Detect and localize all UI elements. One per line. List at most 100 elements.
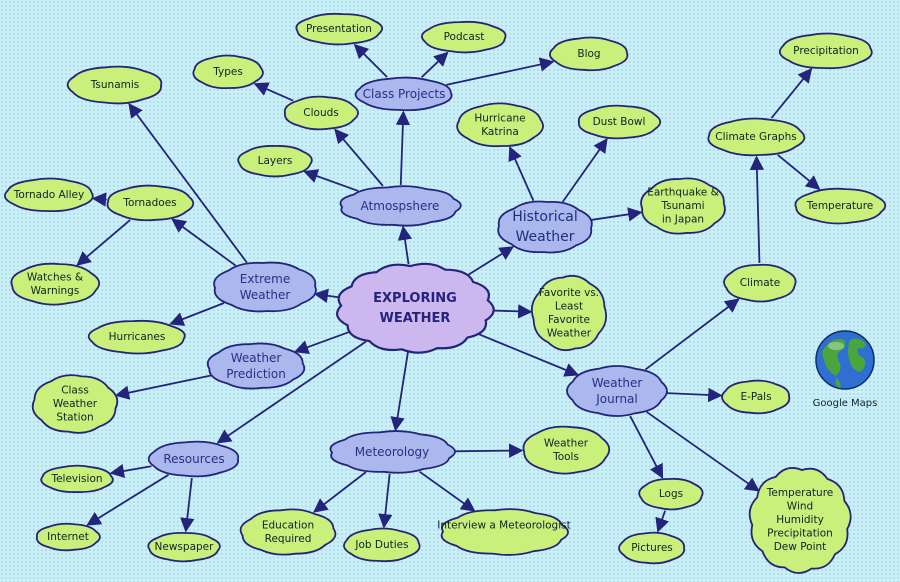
cloud-shape [420, 20, 507, 54]
node-interview-meteorologist[interactable]: Interview a Meteorologist [437, 508, 571, 556]
node-hurricanes[interactable]: Hurricanes [87, 319, 186, 355]
node-label: Television [50, 473, 102, 485]
node-resources[interactable]: Resources [147, 440, 240, 478]
node-label: Tsunamis [90, 79, 140, 91]
node-climate-graphs[interactable]: Climate Graphs [707, 117, 806, 157]
node-label: Meteorology [355, 445, 430, 459]
node-climate[interactable]: Climate [723, 263, 797, 303]
edge-class-projects-to-blog [446, 57, 555, 86]
node-layers[interactable]: Layers [237, 145, 313, 178]
edge-center-to-meteorology [390, 351, 409, 432]
edge-center-to-resources [216, 340, 367, 444]
cloud-shape [748, 467, 852, 574]
node-e-pals[interactable]: E-Pals [721, 379, 791, 415]
node-label: Blog [577, 48, 600, 60]
edge-historical-weather-to-earthquake-tsunami [591, 207, 643, 222]
cloud-shape [778, 32, 873, 70]
node-label: Temperature [806, 200, 874, 212]
cloud-shape [336, 262, 495, 354]
google-maps-label[interactable]: Google Maps [813, 398, 878, 409]
node-internet[interactable]: Internet [35, 522, 101, 552]
edge-center-to-weather-prediction [293, 330, 352, 354]
node-presentation[interactable]: Presentation [295, 12, 384, 46]
node-tornado-alley[interactable]: Tornado Alley [3, 177, 94, 213]
node-job-duties[interactable]: Job Duties [343, 527, 421, 563]
edge-resources-to-internet [86, 474, 169, 526]
cloud-shape [87, 319, 186, 355]
globe-icon[interactable] [815, 330, 875, 390]
cloud-shape [497, 200, 593, 254]
edge-tornadoes-to-watches-warnings [76, 219, 131, 266]
node-logs[interactable]: Logs [638, 477, 704, 511]
node-label: Layers [258, 155, 293, 167]
edge-resources-to-television [109, 463, 152, 479]
node-class-projects[interactable]: Class Projects [354, 76, 453, 112]
node-label: Tornado Alley [13, 189, 84, 201]
node-label: Types [212, 66, 243, 78]
node-watches-warnings[interactable]: Watches &Warnings [10, 262, 101, 306]
node-temperature[interactable]: Temperature [794, 187, 887, 225]
cloud-shape [31, 374, 119, 434]
node-pictures[interactable]: Pictures [618, 531, 686, 565]
edge-logs-to-pictures [655, 510, 669, 533]
edge-atmosphere-to-class-projects [395, 110, 411, 186]
node-atmosphere[interactable]: Atmospshere [339, 185, 462, 227]
node-label: Presentation [306, 23, 372, 35]
node-television[interactable]: Television [40, 464, 114, 493]
node-label: Logs [659, 488, 683, 500]
cloud-shape [343, 527, 421, 563]
cloud-shape [707, 117, 806, 157]
cloud-shape [522, 425, 611, 475]
node-dust-bowl[interactable]: Dust Bowl [577, 104, 662, 140]
edge-tornadoes-to-tornado-alley [91, 192, 107, 207]
edge-center-to-favorite-vs-least [490, 304, 533, 319]
node-label: Pictures [631, 542, 673, 554]
node-precipitation[interactable]: Precipitation [778, 32, 873, 70]
node-tornadoes[interactable]: Tornadoes [106, 184, 195, 222]
edge-center-to-historical-weather [466, 246, 515, 277]
node-label: Interview a Meteorologist [437, 519, 570, 531]
edge-class-projects-to-podcast [421, 51, 449, 78]
node-blog[interactable]: Blog [549, 36, 629, 72]
node-tsunamis[interactable]: Tsunamis [66, 65, 163, 105]
node-label: Podcast [444, 31, 485, 43]
cloud-shape [35, 522, 101, 552]
edge-center-to-extreme-weather [313, 288, 342, 303]
cloud-shape [3, 177, 94, 213]
edge-weather-journal-to-e-pals [666, 387, 723, 403]
node-label: Precipitation [793, 45, 859, 57]
cloud-shape [566, 365, 668, 417]
node-newspaper[interactable]: Newspaper [147, 531, 221, 563]
cloud-shape [295, 12, 384, 46]
node-podcast[interactable]: Podcast [420, 20, 507, 54]
node-clouds[interactable]: Clouds [283, 95, 359, 131]
cloud-shape [723, 263, 797, 303]
edge-class-projects-to-presentation [353, 43, 388, 78]
cloud-shape [440, 508, 569, 556]
node-meteorology[interactable]: Meteorology [329, 430, 456, 474]
node-types[interactable]: Types [192, 54, 264, 90]
cloud-shape [640, 177, 726, 235]
edge-climate-to-climate-graphs [749, 155, 765, 264]
